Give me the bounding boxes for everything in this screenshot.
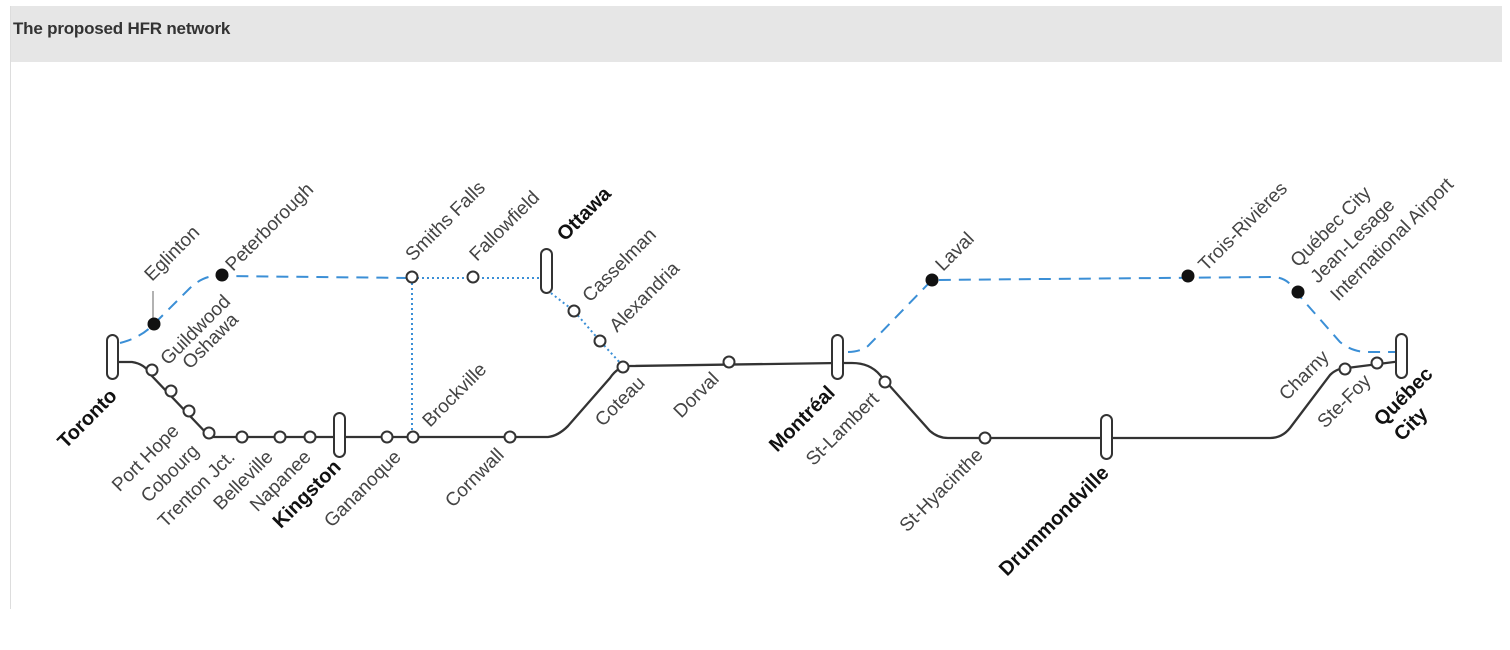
station-dot-trois-rivieres (1181, 269, 1195, 283)
station-label-ottawa: Ottawa (553, 182, 616, 245)
station-dot-gananoque (380, 430, 394, 444)
station-dot-peterborough (215, 268, 229, 282)
station-dot-cornwall (503, 430, 517, 444)
station-dot-quebec-airport (1291, 285, 1305, 299)
station-label-eglinton: Eglinton (141, 222, 204, 285)
station-label-laval: Laval (932, 229, 979, 276)
station-label-ste-foy: Ste-Foy (1314, 370, 1376, 432)
station-dot-port-hope (182, 404, 196, 418)
station-label-peterborough: Peterborough (222, 179, 318, 275)
station-dot-brockville (406, 430, 420, 444)
station-dot-trenton (235, 430, 249, 444)
proposed-line-toronto-peterborough-smiths-falls (119, 274, 413, 344)
station-dot-eglinton (147, 317, 161, 331)
station-dot-guildwood (145, 363, 159, 377)
station-label-st-hyacinthe: St-Hyacinthe (896, 445, 988, 537)
station-dot-oshawa (164, 384, 178, 398)
station-label-toronto: Toronto (54, 385, 122, 453)
station-dot-st-lambert (878, 375, 892, 389)
station-dot-dorval (722, 355, 736, 369)
station-label-dorval: Dorval (670, 369, 724, 423)
station-label-cornwall: Cornwall (441, 445, 508, 512)
station-dot-cobourg (202, 426, 216, 440)
station-dot-ste-foy (1370, 356, 1384, 370)
station-dot-st-hyacinthe (978, 431, 992, 445)
station-label-drummondville: Drummondville (995, 462, 1113, 580)
station-pill-kingston (333, 412, 346, 458)
station-dot-casselman (567, 304, 581, 318)
station-dot-charny (1338, 362, 1352, 376)
station-pill-quebec-city (1395, 333, 1408, 379)
station-label-charny: Charny (1275, 346, 1334, 405)
station-pill-montreal (831, 334, 844, 380)
station-dot-laval (925, 273, 939, 287)
station-dot-belleville (273, 430, 287, 444)
station-pill-drummondville (1100, 414, 1113, 460)
page-title: The proposed HFR network (13, 19, 231, 38)
station-pill-ottawa (540, 248, 553, 294)
proposed-line-ottawa-coteau (546, 289, 624, 367)
station-label-trois-rivieres: Trois-Rivières (1195, 178, 1292, 275)
station-dot-coteau (616, 360, 630, 374)
station-label-coteau: Coteau (591, 373, 649, 431)
station-dot-alexandria (593, 334, 607, 348)
station-label-brockville: Brockville (419, 359, 491, 431)
panel-header: The proposed HFR network (11, 6, 1502, 62)
station-dot-napanee (303, 430, 317, 444)
station-dot-smiths-falls (405, 270, 419, 284)
station-dot-fallowfield (466, 270, 480, 284)
station-pill-toronto (106, 334, 119, 380)
proposed-line-montreal-laval-quebec (847, 275, 1400, 353)
map-panel: The proposed HFR network (10, 6, 1502, 609)
